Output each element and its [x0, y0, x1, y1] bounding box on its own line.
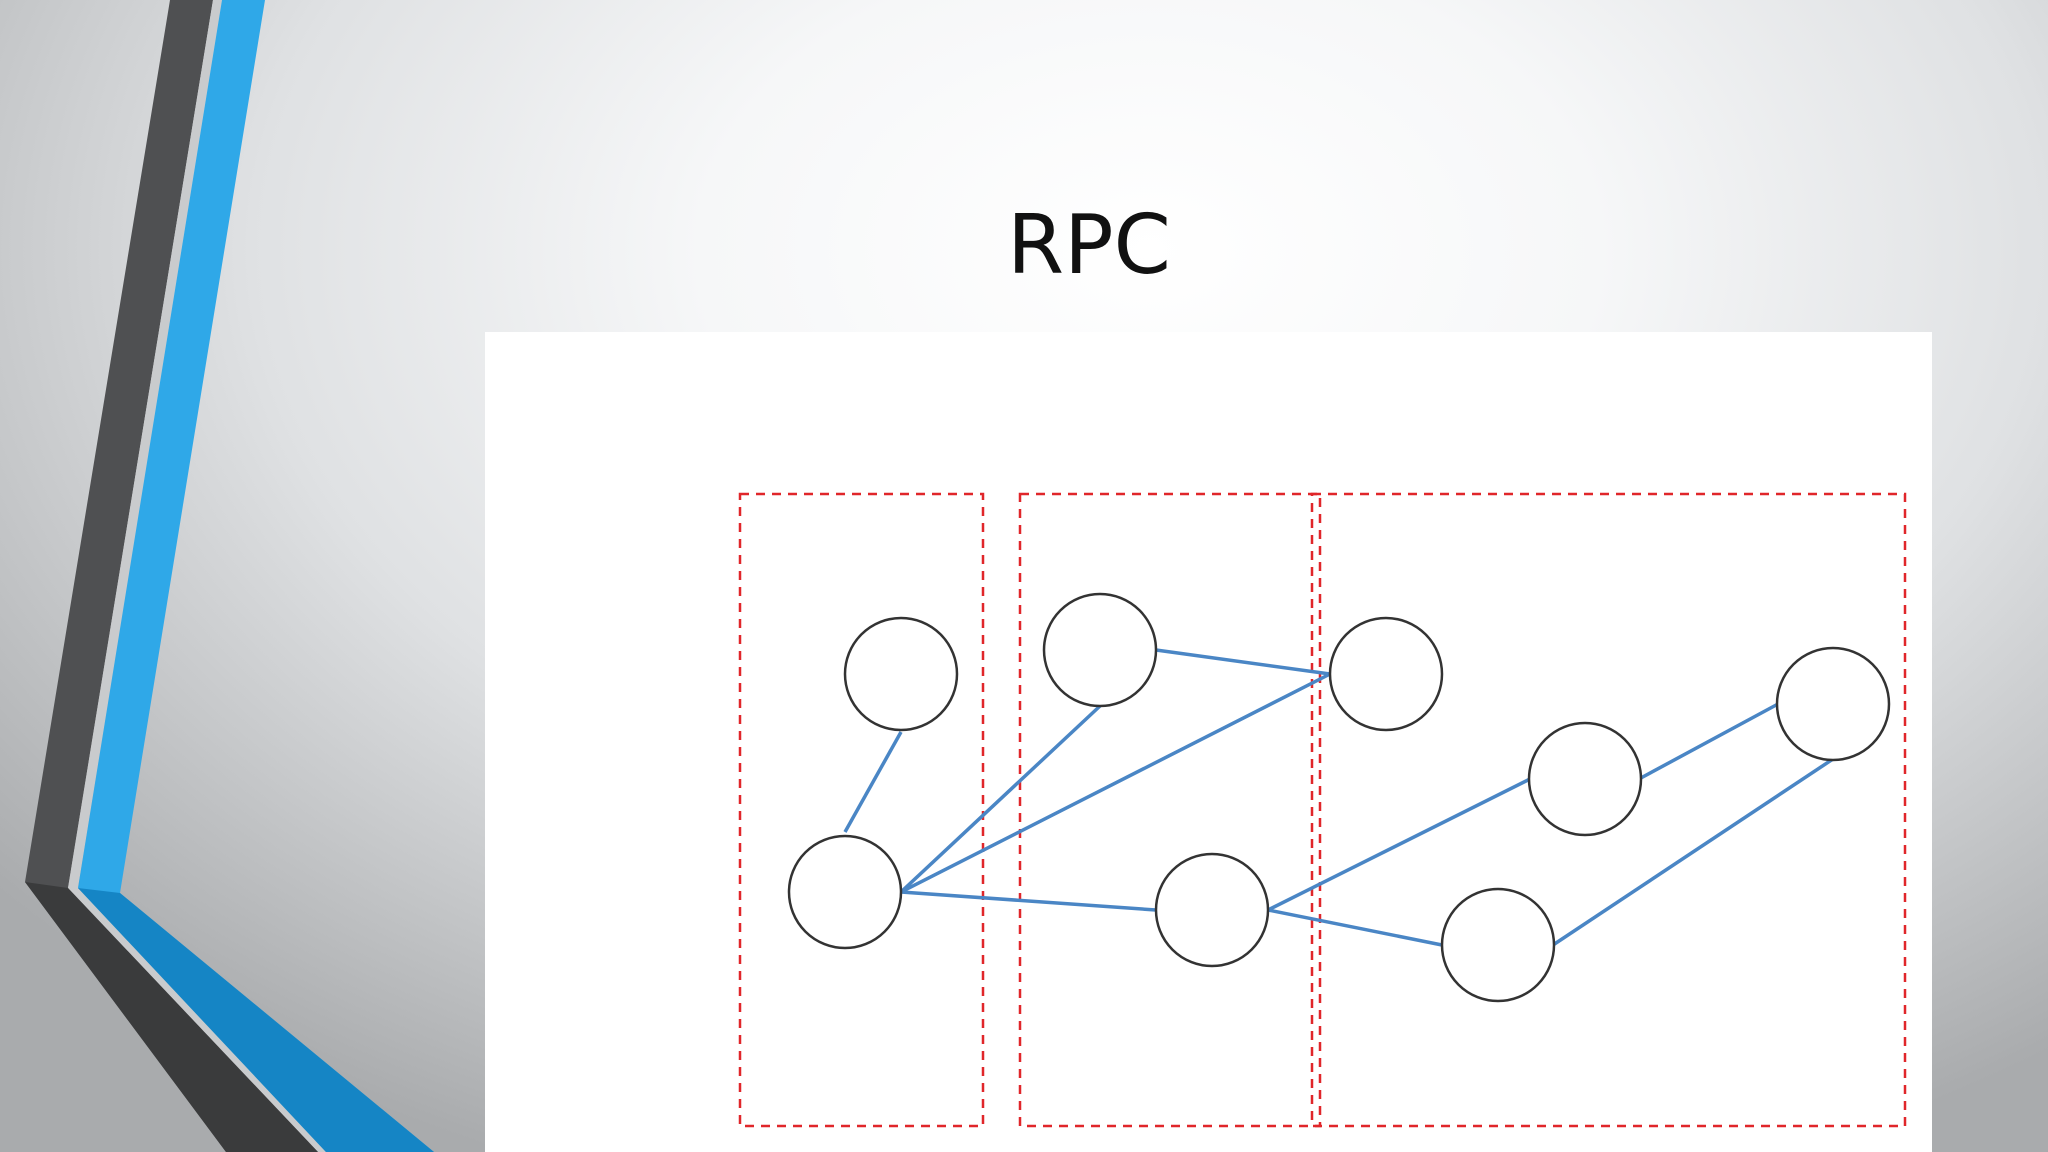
- edge-n6-n8: [1638, 702, 1779, 781]
- edge-n4-n7: [1267, 908, 1443, 947]
- network-diagram: [738, 492, 1907, 1128]
- diagram-panel: [485, 332, 1932, 1152]
- node-n3: [1042, 592, 1158, 708]
- node-n7: [1440, 887, 1556, 1003]
- partition-3: [1310, 492, 1907, 1128]
- node-n8: [1775, 646, 1891, 762]
- light-chevron-stripe: [68, 0, 326, 1152]
- edge-n2-n5: [900, 672, 1331, 894]
- node-n4: [1154, 852, 1270, 968]
- partitions: [738, 492, 1907, 1128]
- partition-1: [738, 492, 985, 1128]
- blue-chevron-shade: [78, 888, 434, 1152]
- dark-chevron-bar: [25, 0, 318, 1152]
- blue-chevron-bar: [78, 0, 434, 1152]
- edge-n2-n4: [900, 890, 1157, 912]
- nodes: [787, 592, 1891, 1003]
- edge-n3-n5: [1155, 648, 1331, 676]
- edge-n1-n2: [843, 731, 903, 833]
- edge-n7-n8: [1552, 757, 1834, 947]
- node-n2: [787, 834, 903, 950]
- slide-title: RPC: [1007, 198, 1171, 293]
- partition-2: [1018, 492, 1322, 1128]
- node-n6: [1527, 721, 1643, 837]
- edge-n2-n3: [899, 704, 1102, 894]
- edge-n4-n6: [1267, 777, 1531, 912]
- edges: [843, 648, 1834, 947]
- node-n5: [1328, 616, 1444, 732]
- dark-chevron-shade: [25, 882, 318, 1152]
- node-n1: [843, 616, 959, 732]
